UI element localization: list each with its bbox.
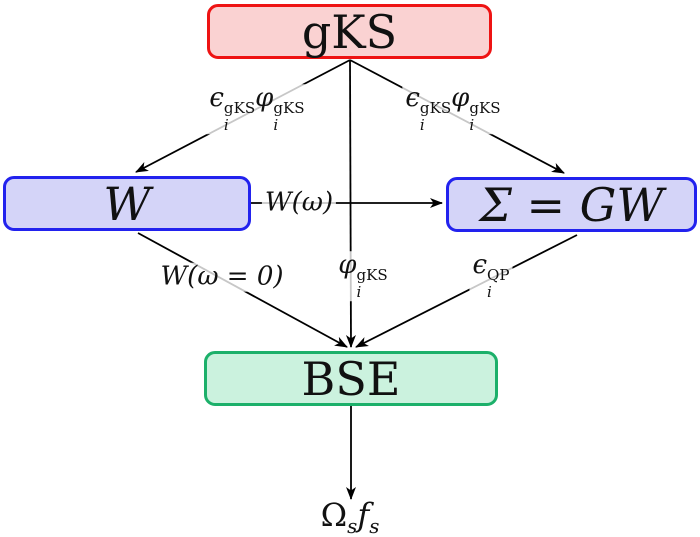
output-label: Ωsfs <box>320 495 380 537</box>
arrow-sigma-to-bse <box>355 234 578 348</box>
node-gks-label: gKS <box>301 4 398 59</box>
node-w-label: W <box>103 176 151 231</box>
node-w: W <box>3 176 251 231</box>
node-bse-label: BSE <box>301 351 401 406</box>
node-sigma-gw-label: Σ = GW <box>479 177 664 232</box>
node-gks: gKS <box>207 4 492 59</box>
node-bse: BSE <box>204 351 498 406</box>
edge-label-w-to-bse: W(ω = 0) <box>157 262 287 292</box>
node-sigma-gw: Σ = GW <box>446 177 697 232</box>
edge-label-w-to-sigma: W(ω) <box>261 188 337 218</box>
